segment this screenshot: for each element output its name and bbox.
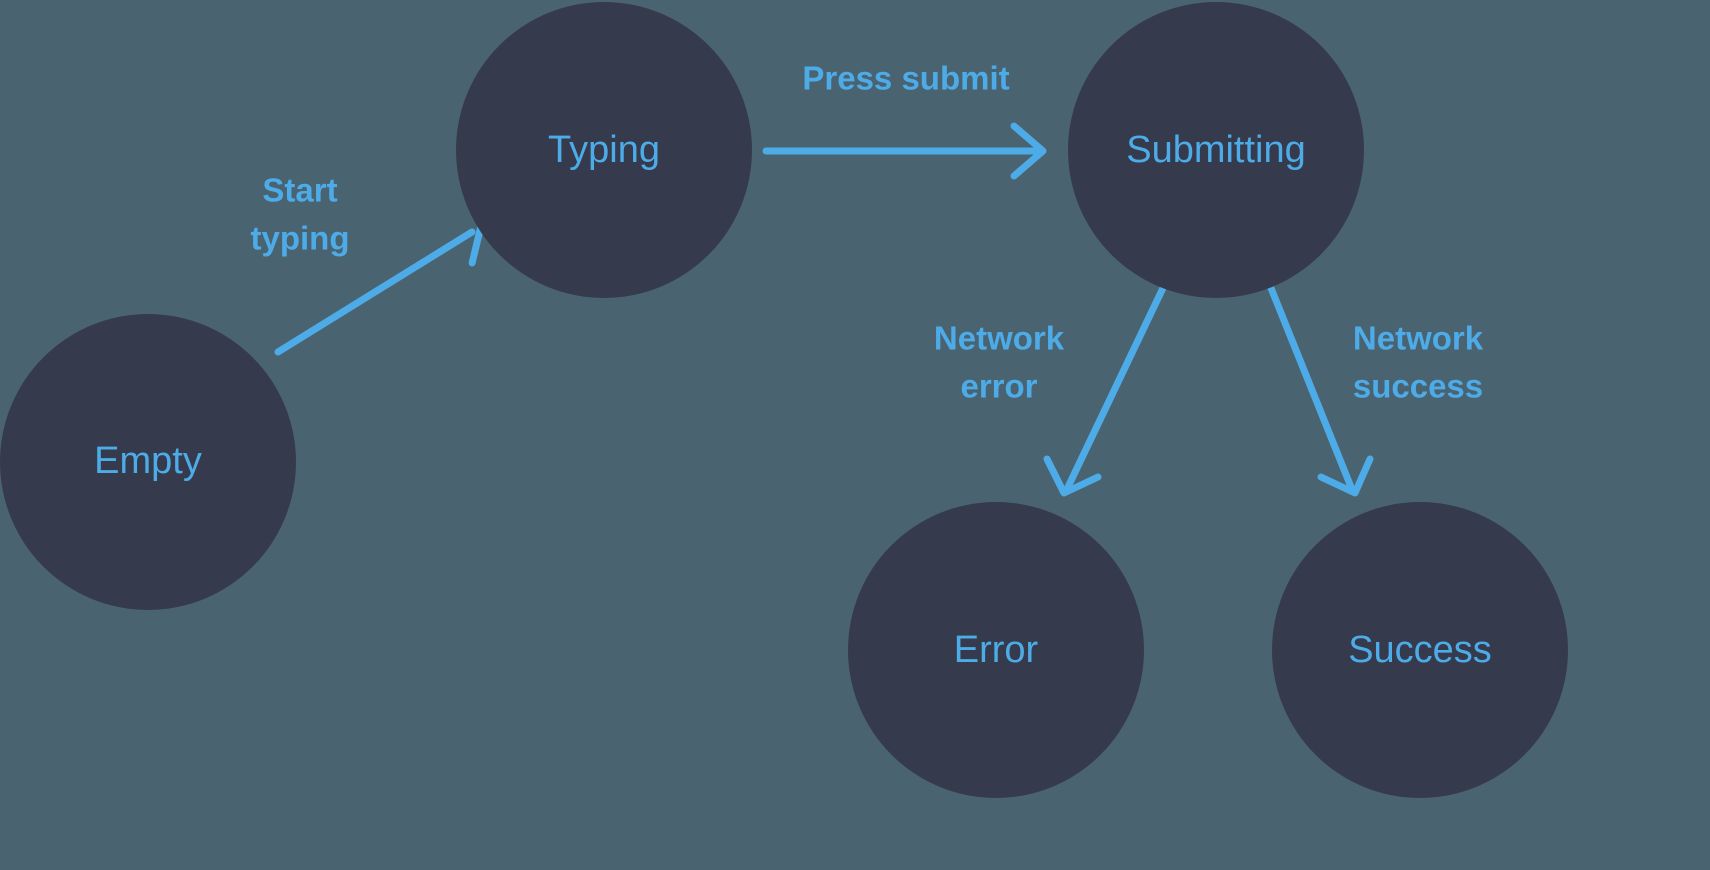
transition-label-network-success: Network success [1353, 320, 1484, 405]
node-typing-circle[interactable] [456, 2, 752, 298]
transition-label-press-submit: Press submit [802, 60, 1009, 97]
node-submitting-circle[interactable] [1068, 2, 1364, 298]
node-error-label: Error [954, 629, 1039, 671]
start-typing-label-line2: typing [251, 220, 350, 257]
node-success-circle[interactable] [1272, 502, 1568, 798]
node-empty-label: Empty [94, 440, 202, 482]
node-error-circle[interactable] [848, 502, 1144, 798]
start-typing-edge-line [274, 228, 476, 356]
network-success-label-line2: success [1353, 368, 1483, 405]
node-success[interactable]: Success [1272, 502, 1568, 798]
transition-network-success [1267, 284, 1374, 497]
node-error[interactable]: Error [848, 502, 1144, 798]
network-error-label-line2: error [960, 368, 1037, 405]
start-typing-label-line1: Start [262, 172, 337, 209]
network-error-edge-line [1064, 284, 1167, 491]
node-success-label: Success [1348, 629, 1492, 671]
transition-label-network-error: Network error [934, 320, 1065, 405]
network-error-arrowhead-icon [1043, 455, 1102, 497]
node-empty-circle[interactable] [0, 314, 296, 610]
node-typing-label: Typing [548, 129, 660, 171]
network-success-label-line1: Network [1353, 320, 1484, 357]
transition-network-error [1043, 284, 1167, 497]
node-submitting[interactable]: Submitting [1068, 2, 1364, 298]
node-typing[interactable]: Typing [456, 2, 752, 298]
network-error-label-line1: Network [934, 320, 1065, 357]
network-success-arrowhead-icon [1317, 455, 1374, 497]
press-submit-arrowhead-icon [1010, 122, 1047, 180]
press-submit-label-line1: Press submit [802, 60, 1009, 97]
network-success-edge-line [1267, 284, 1355, 491]
transition-label-start-typing: Start typing [251, 172, 350, 257]
node-submitting-label: Submitting [1126, 129, 1306, 171]
node-empty[interactable]: Empty [0, 314, 296, 610]
transition-press-submit [762, 122, 1047, 180]
